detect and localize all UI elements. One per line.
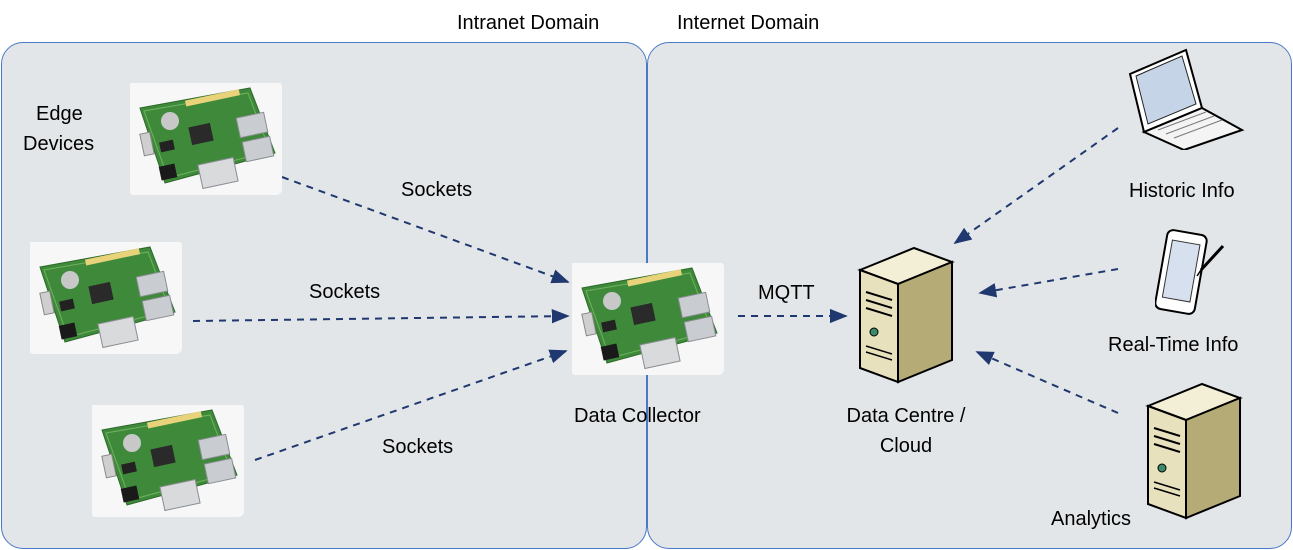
edge-device-2-icon [30, 242, 182, 354]
edge-device-1-icon [130, 83, 282, 195]
edge-device-3-icon [92, 405, 244, 517]
arrow-historic-cloud [953, 127, 1119, 245]
data-centre-label-line2: Cloud [879, 435, 933, 457]
tablet-icon [1155, 229, 1225, 315]
sockets-label-top: Sockets [401, 179, 473, 201]
arrow-edge1-collector [281, 176, 570, 284]
edge-devices-label-line1: Edge [36, 103, 83, 125]
internet-domain-title: Internet Domain [677, 12, 820, 34]
sockets-label-middle: Sockets [309, 281, 381, 303]
historic-info-label: Historic Info [1129, 180, 1235, 202]
data-collector-label: Data Collector [574, 405, 701, 427]
data-collector-icon [572, 263, 724, 375]
data-centre-label-line1: Data Centre / [846, 405, 966, 427]
analytics-server-icon [1145, 382, 1243, 520]
intranet-domain-title: Intranet Domain [457, 12, 600, 34]
edge-devices-label-line2: Devices [23, 133, 95, 155]
arrow-analytics-cloud [975, 351, 1119, 414]
arrow-edge3-collector [254, 349, 568, 461]
data-centre-server-icon [857, 246, 955, 384]
real-time-info-label: Real-Time Info [1108, 334, 1239, 356]
arrow-realtime-cloud [978, 268, 1119, 298]
arrow-edge2-collector [192, 309, 570, 324]
laptop-icon [1128, 48, 1245, 150]
sockets-label-bottom: Sockets [382, 436, 454, 458]
mqtt-label: MQTT [758, 282, 815, 304]
analytics-label: Analytics [1051, 508, 1132, 530]
